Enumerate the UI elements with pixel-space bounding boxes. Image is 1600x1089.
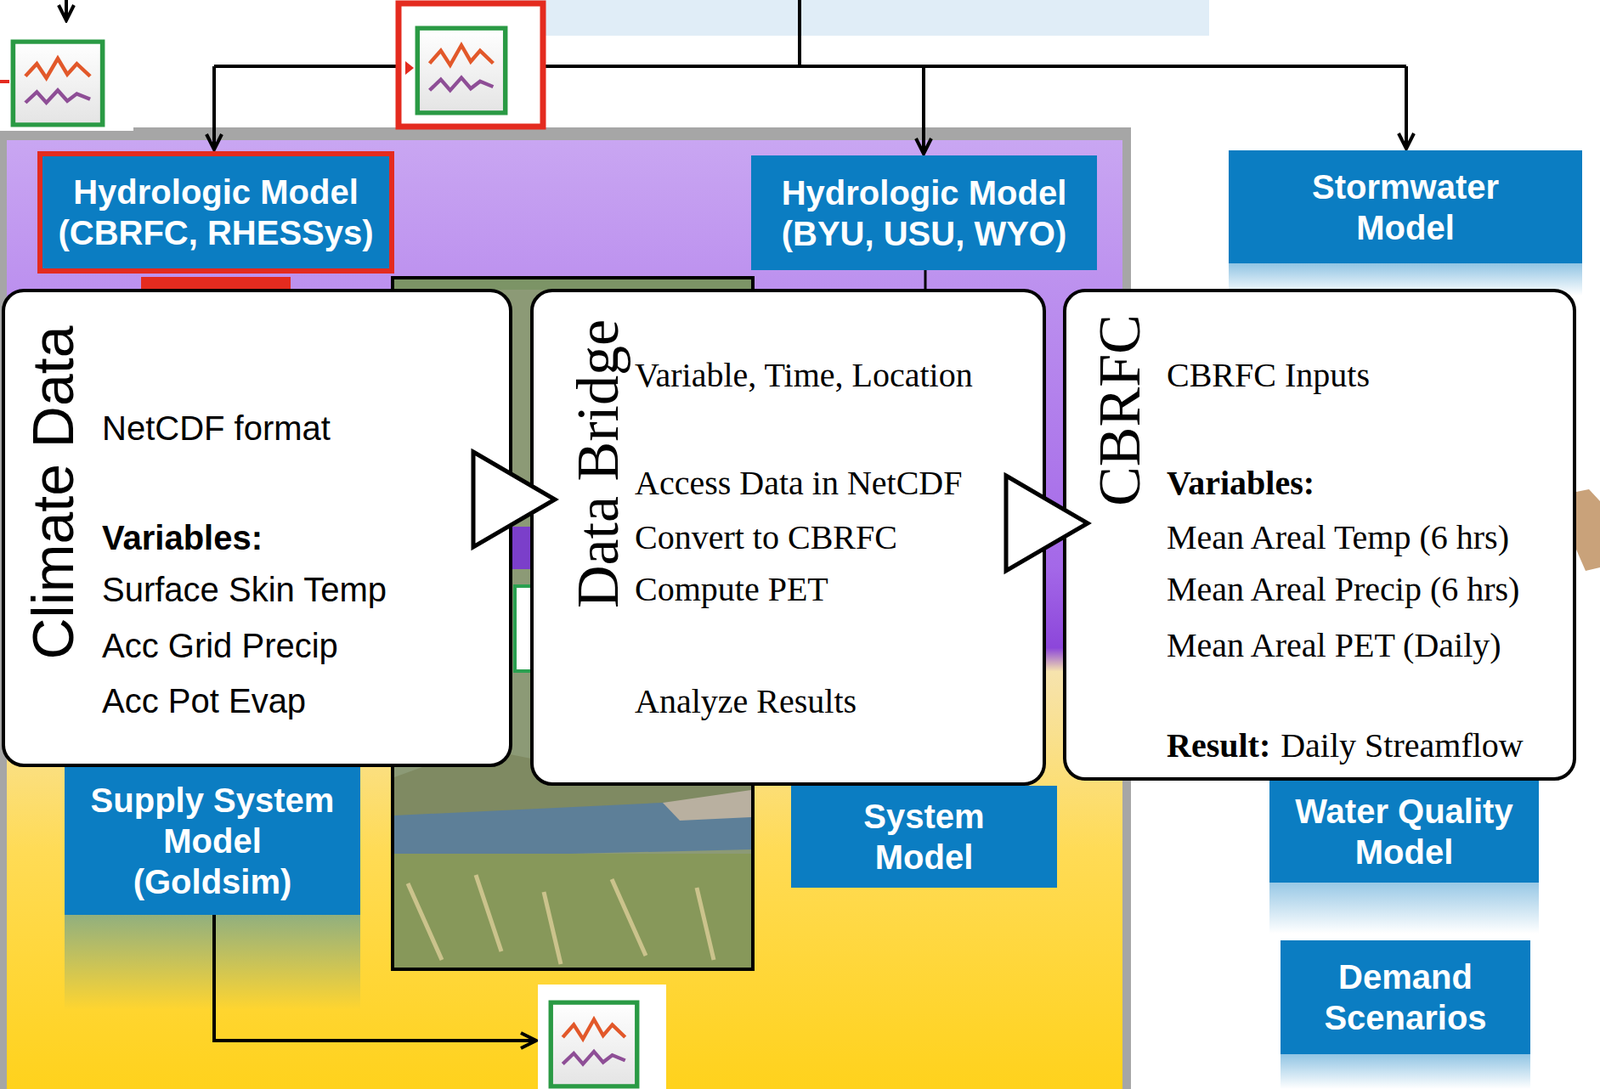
model-box: Hydrologic Model (BYU, USU, WYO): [751, 155, 1097, 271]
panel-line: Access Data in NetCDF: [634, 463, 962, 504]
text-slot: Access Data in NetCDF: [634, 463, 962, 504]
text-slot: NetCDF format: [101, 407, 331, 449]
highlight-frame: [398, 3, 543, 127]
info-panel: Data BridgeVariable, Time, LocationAcces…: [530, 288, 1046, 786]
flow-arrow: [512, 497, 531, 502]
info-panel: CBRFC CBRFC InputsVariables: Mean Areal Te…: [1062, 288, 1577, 781]
box-label: Supply System Model (Goldsim): [84, 780, 340, 903]
text-slot: Variables:: [101, 517, 263, 559]
panel-title: Data Bridge: [568, 319, 628, 609]
model-box: System Model: [791, 785, 1058, 888]
chart-icon: [417, 28, 505, 114]
text-slot: Surface Skin Temp: [101, 569, 387, 611]
panel-line: NetCDF format: [101, 407, 331, 449]
text-slot: Acc Grid Precip: [101, 625, 339, 667]
text-slot: Mean Areal Temp (6 hrs): [1166, 517, 1510, 559]
panel-line: Variable, Time, Location: [634, 355, 973, 396]
feed-arrow: [1404, 66, 1408, 149]
feed-line: [214, 64, 1407, 68]
shadow-frame: [0, 127, 1131, 1089]
panel-line: Variables:: [1166, 463, 1315, 504]
panel-line: Variables:: [101, 517, 263, 559]
photo-grass: [394, 853, 752, 968]
text-slot: Result:: [1166, 725, 1271, 767]
icon-ground: [537, 984, 667, 1089]
photo-dam: [662, 790, 752, 821]
panel-line: CBRFC Inputs: [1166, 355, 1370, 396]
box-label: System Model: [839, 796, 1010, 878]
panel-line: Compute PET: [634, 569, 829, 611]
flow-arrow: [1045, 521, 1063, 526]
text-slot: Variables:: [1166, 463, 1315, 504]
text-slot: Daily Streamflow: [1280, 725, 1524, 767]
model-box: Stormwater Model: [1228, 150, 1583, 264]
chart-icon: [550, 1002, 638, 1087]
panel-line: Convert to CBRFC: [634, 517, 898, 559]
text-slot: Convert to CBRFC: [634, 517, 898, 559]
text-slot: Analyze Results: [634, 681, 857, 723]
panel-line: Mean Areal PET (Daily): [1166, 625, 1502, 667]
text-slot: Mean Areal PET (Daily): [1166, 625, 1502, 667]
box-label: Hydrologic Model (CBRFC, RHESSys): [50, 171, 381, 254]
icon-ground: [0, 39, 134, 131]
panel-line: Result:: [1166, 725, 1271, 767]
text-slot: CBRFC Inputs: [1166, 355, 1370, 396]
output-arrow: [214, 915, 537, 1041]
panel-title: CBRFC: [1090, 314, 1150, 507]
panel-line: Surface Skin Temp: [101, 569, 387, 611]
box-label: Water Quality Model: [1285, 791, 1524, 873]
scenario-box: Demand Scenarios: [1280, 940, 1531, 1055]
text-slot: Variable, Time, Location: [634, 355, 973, 396]
text-slot: Compute PET: [634, 569, 829, 611]
info-panel: Climate Data NetCDF formatVariables: Surfa…: [1, 288, 513, 768]
box-label: Hydrologic Model (BYU, USU, WYO): [759, 172, 1089, 255]
panel-line: Daily Streamflow: [1280, 725, 1524, 767]
model-box: Supply System Model (Goldsim): [64, 767, 361, 916]
box-reflection: [1280, 1054, 1531, 1089]
text-slot: Acc Pot Evap: [101, 680, 306, 722]
box-label: Stormwater Model: [1277, 166, 1533, 249]
faded-band: [499, 0, 1210, 36]
photo-grass-stalks: [407, 875, 714, 965]
box-reflection: [1269, 879, 1539, 934]
text-slot: Mean Areal Precip (6 hrs): [1166, 569, 1520, 611]
panel-title: Climate Data: [23, 325, 82, 660]
feed-line: [797, 0, 802, 67]
feed-arrow: [921, 66, 926, 154]
red-tick: [0, 79, 10, 84]
model-box: Water Quality Model: [1269, 780, 1539, 883]
feed-arrow: [212, 66, 216, 150]
stub-line: [924, 270, 928, 289]
model-box: Hydrologic Model (CBRFC, RHESSys): [37, 151, 395, 274]
panel-line: Acc Grid Precip: [101, 625, 339, 667]
feed-arrow: [64, 0, 68, 21]
chart-icon: [12, 41, 102, 125]
panel-line: Acc Pot Evap: [101, 680, 306, 722]
panel-line: Analyze Results: [634, 681, 857, 723]
panel-line: Mean Areal Temp (6 hrs): [1166, 517, 1510, 559]
box-label: Demand Scenarios: [1294, 956, 1516, 1039]
red-tick: [405, 61, 414, 75]
panel-line: Mean Areal Precip (6 hrs): [1166, 569, 1520, 611]
